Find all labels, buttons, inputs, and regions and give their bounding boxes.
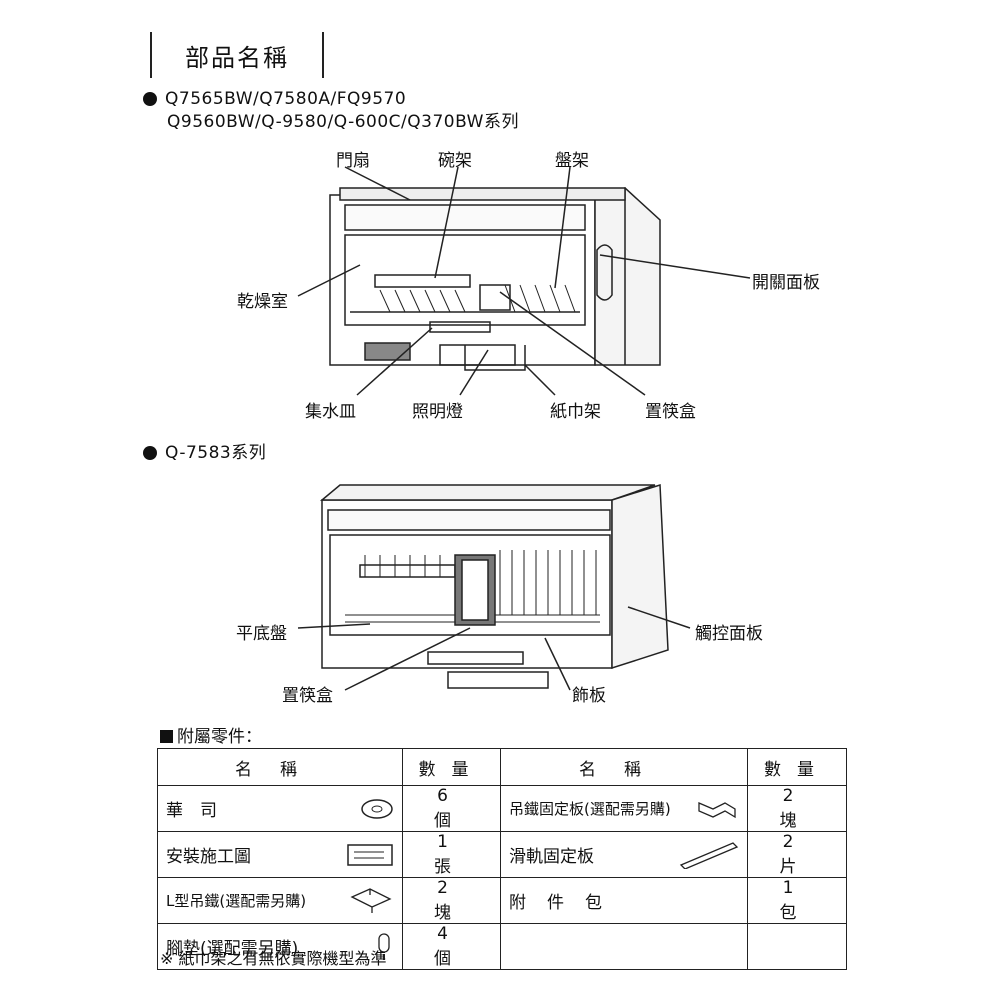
models-line1: Q7565BW/Q7580A/FQ9570 — [165, 89, 407, 109]
rail-plate-icon — [679, 841, 739, 869]
foot-pad-icon — [378, 932, 390, 960]
cell-qty: 4 個 — [402, 923, 501, 970]
table-header-row: 名稱 數量 名稱 數量 — [157, 748, 847, 786]
bullet-icon — [143, 92, 157, 106]
cell-name-2: 滑軌固定板 — [509, 847, 594, 867]
table-row: L型吊鐵(選配需另購) 2 塊 附 件 包 1 包 — [157, 877, 847, 924]
models-line2: Q9560BW/Q-9580/Q-600C/Q370BW系列 — [167, 112, 519, 132]
header-name-2: 名稱 — [500, 748, 748, 786]
header-qty: 數量 — [402, 748, 501, 786]
washer-icon — [361, 798, 393, 819]
label-bowl-rack: 碗架 — [438, 151, 472, 171]
page-title: 部品名稱 — [150, 32, 324, 78]
label-towel-rack: 紙巾架 — [550, 402, 601, 422]
cell-name: 腳墊(選配需另購) — [166, 939, 299, 959]
label-plate-rack: 盤架 — [555, 151, 589, 171]
label-door: 門扇 — [336, 151, 370, 171]
cell-name-2 — [500, 923, 748, 970]
table-row: 安裝施工圖 1 張 滑軌固定板 2 片 — [157, 831, 847, 878]
cell-name-2: 附 件 包 — [500, 877, 748, 924]
header-qty-2: 數量 — [747, 748, 847, 786]
cell-qty: 1 張 — [402, 831, 501, 878]
square-bullet-icon — [160, 730, 173, 743]
label-chopstick-box-2: 置筷盒 — [282, 686, 333, 706]
page-title-text: 部品名稱 — [185, 43, 289, 72]
drawing-icon — [347, 843, 393, 866]
models-q7583: Q-7583系列 — [165, 443, 267, 463]
cell-qty: 2 塊 — [402, 877, 501, 924]
cell-qty-2: 2 片 — [747, 831, 847, 878]
table-row: 腳墊(選配需另購) 4 個 — [157, 923, 847, 970]
cell-name: 華 司 — [166, 801, 217, 821]
cell-name: L型吊鐵(選配需另購) — [166, 892, 307, 910]
cell-qty: 6 個 — [402, 785, 501, 832]
cell-qty-2: 2 塊 — [747, 785, 847, 832]
table-row: 華 司 6 個 吊鐵固定板(選配需另購) 2 塊 — [157, 785, 847, 832]
hanger-plate-icon — [698, 801, 736, 818]
cell-qty-2: 1 包 — [747, 877, 847, 924]
bullet-icon — [143, 446, 157, 460]
accessories-heading: 附屬零件： — [160, 722, 262, 747]
label-light: 照明燈 — [412, 402, 463, 422]
label-drip-tray: 集水皿 — [305, 402, 356, 422]
label-chopstick-box-1: 置筷盒 — [645, 402, 696, 422]
cell-name: 安裝施工圖 — [166, 847, 251, 867]
cell-qty-2 — [747, 923, 847, 970]
label-trim-panel: 飾板 — [572, 686, 606, 706]
section2-models: Q-7583系列 — [143, 442, 266, 465]
accessories-table: 名稱 數量 名稱 數量 華 司 6 個 吊鐵固定板(選配需另購) 2 塊 安裝施… — [157, 748, 847, 970]
label-flat-tray: 平底盤 — [236, 624, 287, 644]
section1-models: Q7565BW/Q7580A/FQ9570 Q9560BW/Q-9580/Q-6… — [143, 88, 519, 134]
label-touch-panel: 觸控面板 — [695, 624, 763, 644]
label-switch-panel: 開關面板 — [752, 273, 820, 293]
footnote: ※ 紙巾架之有無依實際機型為準 — [160, 949, 387, 968]
header-name: 名稱 — [157, 748, 403, 786]
cell-name-2: 吊鐵固定板(選配需另購) — [509, 800, 671, 818]
l-hanger-icon — [350, 887, 392, 913]
accessories-heading-text: 附屬零件： — [177, 727, 262, 747]
label-drying-chamber: 乾燥室 — [237, 292, 288, 312]
